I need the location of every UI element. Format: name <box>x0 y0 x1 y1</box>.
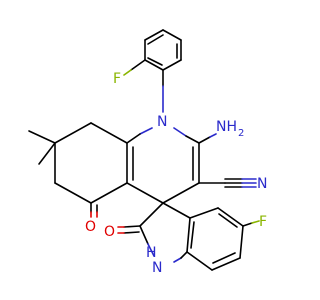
atom-amino-subscript: 2 <box>238 128 244 139</box>
bond <box>162 182 200 204</box>
bond <box>186 251 213 271</box>
bond <box>239 225 244 259</box>
double-bond-inner <box>212 252 236 264</box>
nitrile-group <box>198 178 257 188</box>
bond <box>162 59 182 71</box>
atom-nitrile-nitrogen: N <box>257 176 267 192</box>
bond <box>180 251 188 259</box>
bond <box>186 217 191 253</box>
atom-lactam-nitrogen: N <box>152 260 162 276</box>
atom-fluorine-indole: F <box>259 214 267 230</box>
bond <box>139 225 149 245</box>
bond <box>126 182 164 204</box>
dihydropyridine-ring <box>126 127 200 204</box>
bond-to-nitrogen <box>173 257 182 263</box>
bond <box>189 207 219 219</box>
bond-to-nitrogen <box>173 127 187 137</box>
bond <box>242 222 253 227</box>
bond <box>211 257 241 271</box>
atom-ring-nitrogen: N <box>157 114 167 130</box>
bond-to-fluorine <box>251 220 260 224</box>
bond <box>54 182 92 204</box>
bond <box>198 136 211 144</box>
methyl-bond <box>28 130 56 144</box>
bond <box>123 225 141 228</box>
bond <box>144 59 164 71</box>
bond <box>90 122 128 144</box>
double-bond-inner <box>147 34 164 45</box>
bond <box>162 29 182 41</box>
bond <box>217 207 244 227</box>
cyclohexenone-ring <box>28 122 128 218</box>
bond-to-nitrogen <box>147 243 155 257</box>
atom-lactam-hydrogen: H <box>146 245 157 261</box>
bond <box>90 182 128 204</box>
bond <box>126 133 141 144</box>
bond <box>144 29 164 41</box>
bond <box>185 135 200 144</box>
bond <box>139 202 164 227</box>
methyl-bond <box>38 142 56 165</box>
bond-to-nitrogen <box>139 127 153 135</box>
bond <box>130 59 146 71</box>
double-bond-inner <box>147 57 163 66</box>
atom-lactam-oxygen: O <box>104 224 115 240</box>
fluorophenyl-ring <box>123 29 182 113</box>
bond <box>54 122 92 144</box>
oxindole-ring <box>117 202 260 271</box>
atom-ketone-oxygen: O <box>85 219 96 235</box>
bond <box>162 202 191 219</box>
atom-amino-nh: NH <box>216 119 237 135</box>
bond-to-nitrogen <box>209 133 217 138</box>
amino-group <box>198 133 217 144</box>
atom-fluorine-phenyl: F <box>113 71 121 87</box>
molecule-structure-canvas: F N NH 2 N O O H N F <box>28 29 267 276</box>
double-bond-inner <box>190 221 195 249</box>
double-bond-inner <box>218 213 238 228</box>
molecule-diagram: F N NH 2 N O O H N F <box>28 29 267 276</box>
bond-to-fluorine <box>123 69 132 76</box>
double-bond-inner <box>123 231 140 234</box>
